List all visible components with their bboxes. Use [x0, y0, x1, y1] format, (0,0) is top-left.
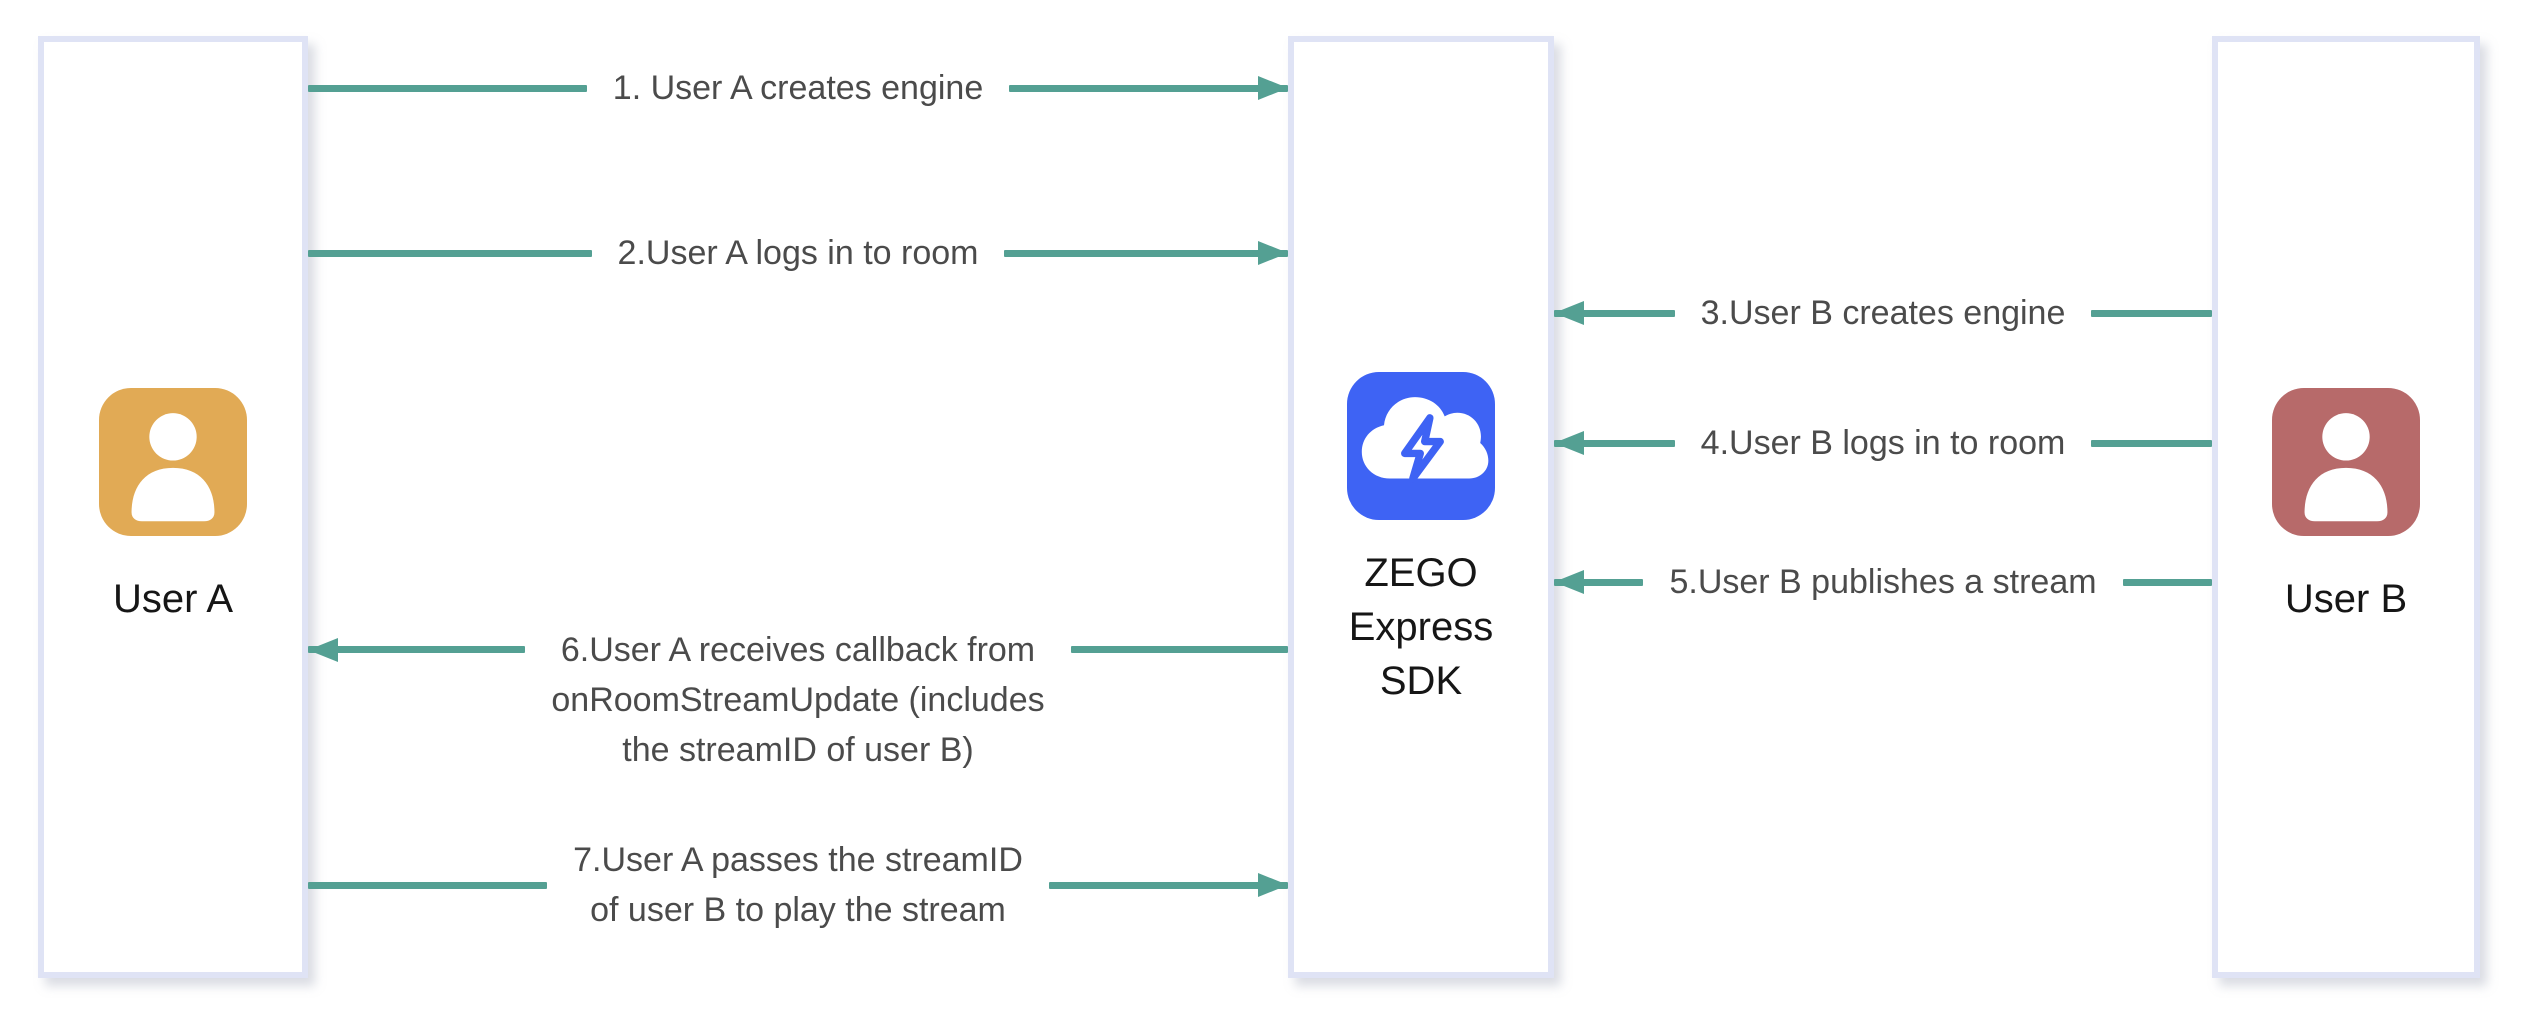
message-1: 1. User A creates engine	[308, 63, 1289, 113]
arrow-line	[1554, 570, 1644, 594]
arrow-line	[1048, 873, 1289, 897]
person-icon	[131, 413, 215, 522]
message-7-line-1: 7.User A passes the streamID	[573, 841, 1023, 879]
sdk-label-line-3: SDK	[1379, 659, 1463, 703]
arrowhead-left-icon	[308, 637, 338, 662]
message-3-label: 3.User B creates engine	[1700, 294, 2066, 332]
arrow-line	[2122, 578, 2213, 586]
person-icon	[2304, 413, 2388, 522]
message-4: 4.User B logs in to room	[1554, 418, 2213, 468]
message-7-label: 7.User A passes the streamID of user B t…	[573, 835, 1023, 935]
user-b-avatar	[2272, 388, 2420, 536]
arrowhead-right-icon	[1258, 76, 1289, 100]
arrowhead-right-icon	[1258, 873, 1289, 897]
arrow-line	[308, 249, 592, 257]
message-6-line-2: onRoomStreamUpdate (includes	[551, 681, 1045, 719]
message-2: 2.User A logs in to room	[308, 228, 1289, 278]
arrow-line	[308, 881, 548, 889]
entity-label-user-b: User B	[2284, 577, 2408, 621]
message-1-label: 1. User A creates engine	[612, 69, 984, 107]
message-6-line-1: 6.User A receives callback from	[560, 631, 1036, 669]
message-4-label: 4.User B logs in to room	[1700, 424, 2066, 462]
message-6-line-3: the streamID of user B)	[622, 731, 974, 769]
entity-box-user-b: User B	[2212, 36, 2480, 978]
entity-box-user-a: User A	[38, 36, 308, 978]
sdk-label-line-1: ZEGO	[1364, 551, 1478, 595]
arrow-line	[308, 84, 587, 92]
entity-label-user-a: User A	[112, 577, 234, 621]
arrow-line	[1004, 241, 1289, 265]
cloud-lightning-icon	[1361, 397, 1489, 483]
message-6: 6.User A receives callback from onRoomSt…	[308, 625, 1288, 775]
arrowhead-right-icon	[1258, 241, 1289, 265]
arrowhead-left-icon	[1554, 570, 1584, 594]
arrow-line	[1554, 301, 1675, 325]
message-6-label: 6.User A receives callback from onRoomSt…	[551, 625, 1044, 775]
arrow-line	[1554, 431, 1675, 455]
arrowhead-left-icon	[1554, 301, 1584, 325]
entity-box-sdk: ZEGO Express SDK	[1288, 36, 1554, 978]
arrow-line	[2091, 439, 2213, 447]
arrowhead-left-icon	[1554, 431, 1584, 455]
sdk-badge	[1347, 372, 1495, 520]
message-7: 7.User A passes the streamID of user B t…	[308, 835, 1289, 935]
message-5-label: 5.User B publishes a stream	[1669, 563, 2097, 601]
message-7-line-2: of user B to play the stream	[590, 891, 1006, 929]
entity-label-sdk: ZEGO Express SDK	[1349, 546, 1494, 708]
sdk-label-line-2: Express	[1348, 605, 1494, 649]
arrow-line	[1009, 76, 1289, 100]
arrow-line	[2091, 309, 2213, 317]
arrow-line	[308, 637, 526, 662]
message-5: 5.User B publishes a stream	[1554, 557, 2213, 607]
message-2-label: 2.User A logs in to room	[617, 234, 979, 272]
arrow-line	[1070, 646, 1288, 653]
user-a-avatar	[99, 388, 247, 536]
message-3: 3.User B creates engine	[1554, 288, 2213, 338]
